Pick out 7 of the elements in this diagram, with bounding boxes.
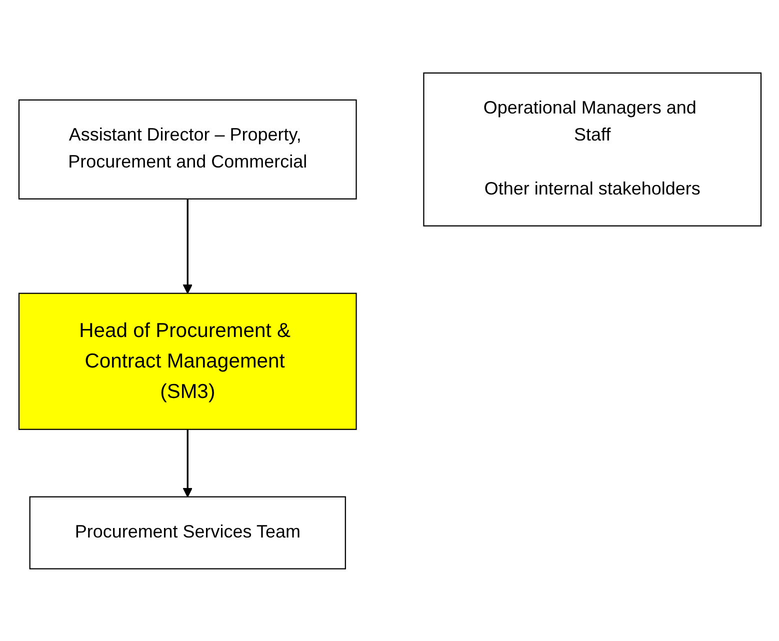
node-box: [28, 496, 346, 569]
arrow: [182, 198, 192, 294]
org-chart-drawing: Assistant Director – Property, Procurement and Commercial Operational Managers and Staff Other internal stakeholders Head of Procurement & Contract Management (SM3) Procurement Services Team: [10, 64, 770, 578]
node-box: [422, 72, 762, 226]
arrow: [182, 429, 192, 497]
node-box: [18, 99, 356, 200]
node-box: [18, 292, 356, 430]
